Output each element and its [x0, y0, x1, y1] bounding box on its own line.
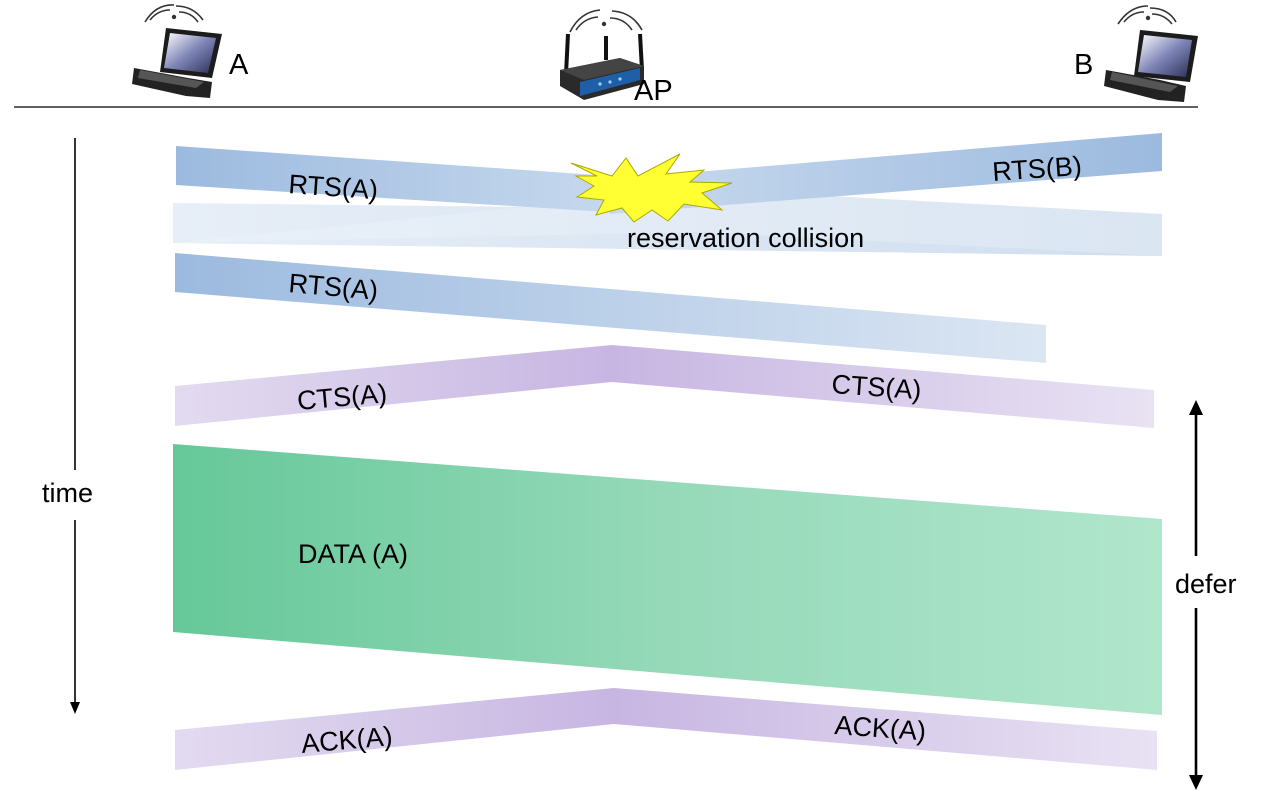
ack-to-a: [175, 688, 614, 770]
rts-a-label-1: RTS(A): [288, 169, 379, 205]
rts-b-transmission: [600, 133, 1162, 214]
access-point-label: AP: [634, 75, 673, 107]
ack-to-b: [614, 688, 1157, 770]
wireless-router-icon: [560, 9, 644, 100]
access-point: AP: [560, 9, 673, 107]
defer-arrow-up-icon: [1189, 400, 1203, 415]
cts-to-a: [175, 345, 612, 426]
defer-label: defer: [1175, 569, 1237, 599]
time-axis: time: [42, 138, 93, 714]
collision-label: reservation collision: [627, 223, 864, 253]
station-a-label: A: [229, 49, 249, 81]
defer-indicator: defer: [1175, 400, 1237, 790]
rts-b-propagation-faded: [173, 189, 1162, 256]
laptop-icon: [1104, 5, 1198, 102]
data-a-transmission: [173, 444, 1162, 715]
collision-burst-icon: [570, 153, 733, 223]
data-label: DATA (A): [298, 539, 408, 569]
station-b-label: B: [1074, 49, 1093, 81]
cts-right-label: CTS(A): [831, 369, 923, 405]
time-arrowhead-icon: [70, 702, 80, 714]
ack-right-label: ACK(A): [834, 710, 927, 746]
cts-to-b: [612, 345, 1154, 428]
time-label: time: [42, 478, 93, 508]
defer-arrow-down-icon: [1189, 775, 1203, 790]
rts-a-retry: [175, 253, 1046, 363]
rts-b-label: RTS(B): [991, 151, 1082, 187]
laptop-icon: [132, 4, 222, 98]
station-a: A: [132, 4, 249, 98]
station-b: B: [1074, 5, 1198, 102]
cts-left-label: CTS(A): [296, 378, 388, 416]
rts-a-transmission: [176, 146, 640, 214]
